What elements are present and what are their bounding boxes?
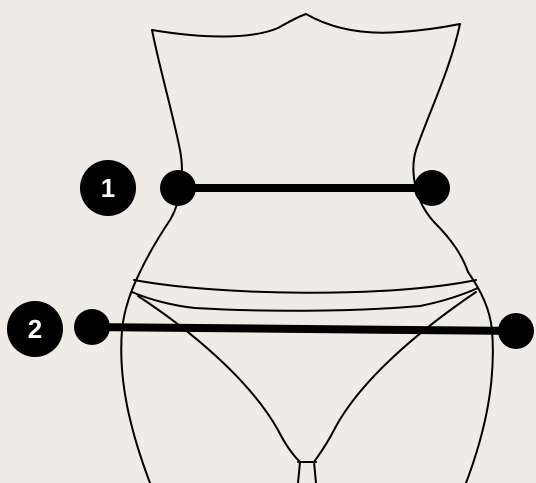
left-leg-outline [121,272,150,483]
underwear-right-leg-opening [314,292,476,462]
badge-number: 1 [101,173,115,203]
badge-number: 2 [28,314,42,344]
waist-left-dot [160,170,196,206]
torso-outline [121,14,493,483]
waist-number-badge: 1 [80,160,136,216]
right-leg-outline [466,272,493,483]
underwear-crotch [298,462,316,483]
torso-left-side [140,30,182,272]
torso-top-edge [152,14,460,37]
hips-line [92,327,516,331]
underwear-outline [132,280,478,483]
hips-measurement-line [74,309,534,349]
underwear-left-leg-opening [138,296,300,462]
hips-number-badge: 2 [7,301,63,357]
hips-left-dot [74,309,110,345]
hips-right-dot [498,313,534,349]
underwear-waistband-top [134,280,476,293]
waist-right-dot [414,170,450,206]
torso-right-side [413,24,468,272]
waist-measurement-line [160,170,450,206]
underwear-waistband-bottom [132,288,478,311]
